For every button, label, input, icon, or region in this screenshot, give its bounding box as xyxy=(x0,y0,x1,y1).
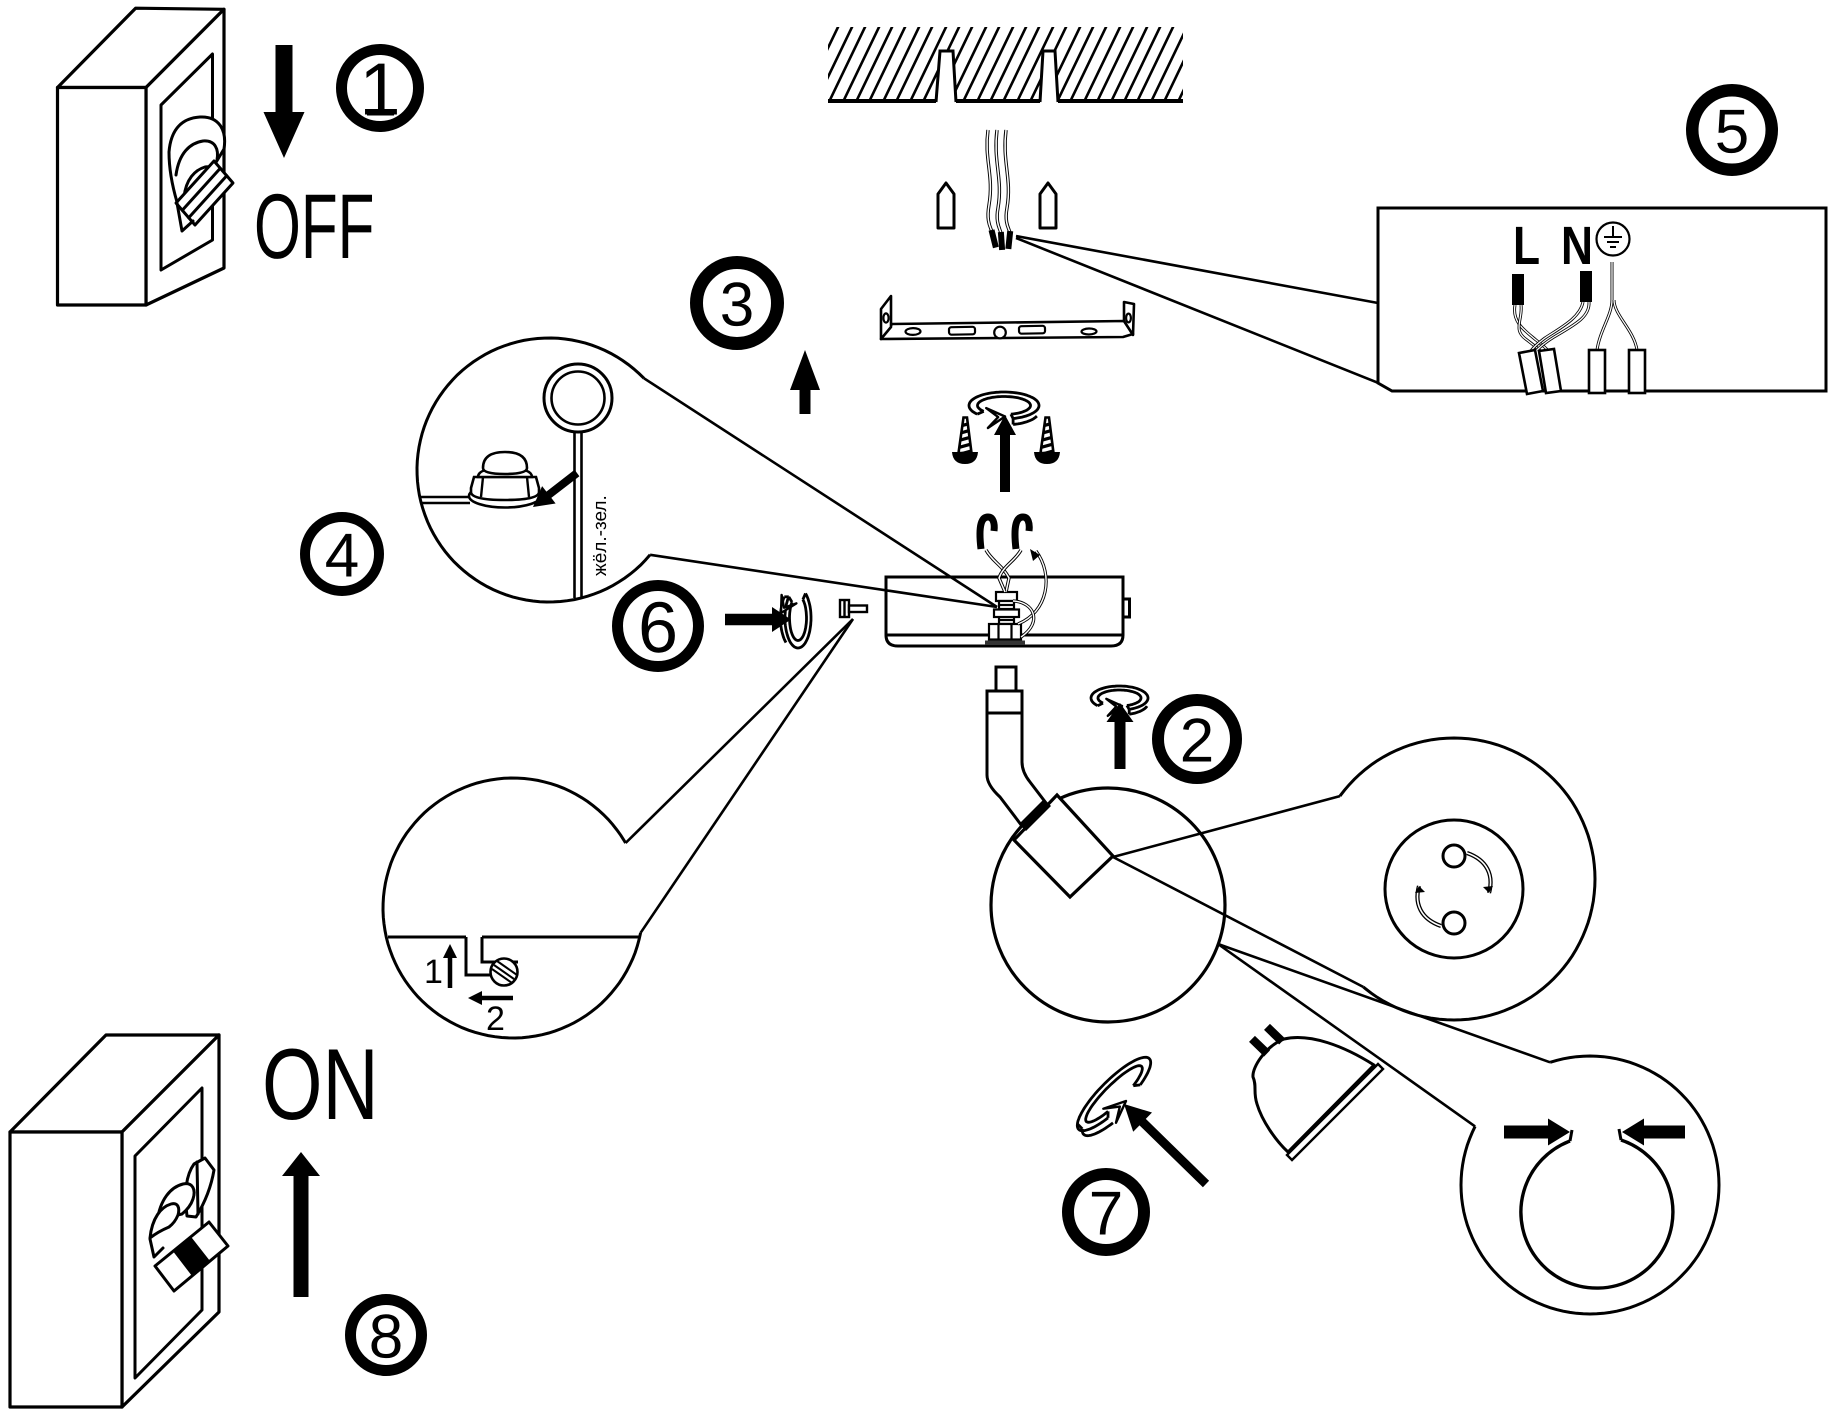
svg-text:жёл.-зел.: жёл.-зел. xyxy=(590,495,611,576)
svg-text:N: N xyxy=(1561,216,1593,276)
svg-text:6: 6 xyxy=(638,588,678,668)
svg-text:4: 4 xyxy=(325,521,359,590)
svg-text:2: 2 xyxy=(486,1000,505,1038)
svg-text:OFF: OFF xyxy=(254,176,374,278)
svg-text:8: 8 xyxy=(369,1302,403,1371)
svg-text:L: L xyxy=(1513,216,1540,276)
svg-text:7: 7 xyxy=(1089,1179,1123,1248)
svg-text:2: 2 xyxy=(1180,706,1214,775)
svg-text:1: 1 xyxy=(424,953,443,991)
svg-text:ON: ON xyxy=(262,1029,379,1141)
svg-text:5: 5 xyxy=(1715,97,1749,166)
svg-text:1: 1 xyxy=(359,48,400,131)
svg-text:3: 3 xyxy=(720,270,754,339)
